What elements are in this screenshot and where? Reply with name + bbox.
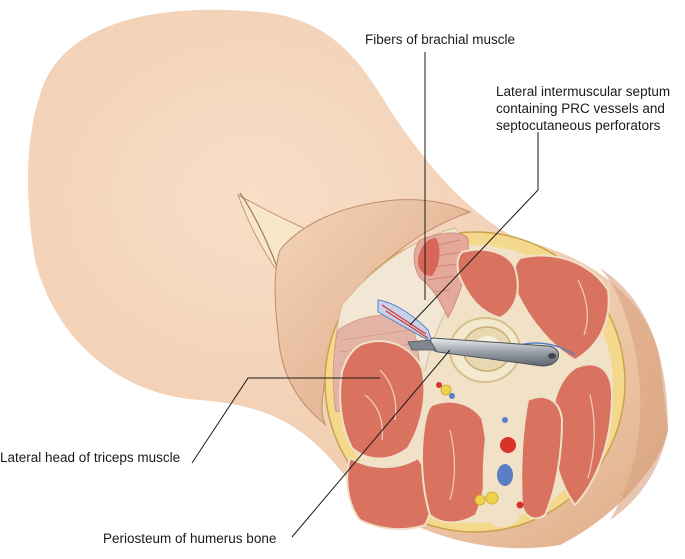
fascia-streaks bbox=[364, 279, 595, 501]
brachial-vein bbox=[497, 464, 513, 486]
leader-septum bbox=[409, 132, 539, 326]
elevator-tip bbox=[407, 339, 437, 351]
radial-nerve bbox=[440, 384, 452, 396]
leader-periosteum bbox=[291, 349, 451, 538]
skin-shadow bbox=[600, 268, 668, 520]
brachial-artery bbox=[500, 437, 516, 453]
leader-lines bbox=[191, 52, 539, 538]
prc-vein bbox=[449, 393, 455, 399]
ulnar-nerve bbox=[474, 494, 486, 506]
label-lateral-intermuscular-septum: Lateral intermuscular septum containing … bbox=[496, 83, 670, 134]
label-fibers-of-brachial-muscle: Fibers of brachial muscle bbox=[365, 32, 516, 47]
label-septum-line2: containing PRC vessels and bbox=[496, 101, 665, 116]
muscle-brachialis bbox=[456, 248, 519, 320]
muscle-tab bbox=[418, 238, 440, 276]
label-lateral-head-of-triceps: Lateral head of triceps muscle bbox=[0, 450, 181, 465]
prc-artery bbox=[436, 382, 442, 388]
muscle-triceps-lateral bbox=[339, 340, 426, 460]
muscle-triceps-lower bbox=[346, 456, 433, 531]
small-vein bbox=[502, 417, 508, 423]
label-septum-line3: septocutaneous perforators bbox=[496, 118, 661, 133]
elevator-hole bbox=[548, 353, 556, 359]
label-periosteum-of-humerus: Periosteum of humerus bone bbox=[103, 531, 277, 546]
label-septum-line1: Lateral intermuscular septum bbox=[496, 84, 671, 99]
median-nerve bbox=[485, 491, 499, 505]
small-artery bbox=[516, 501, 524, 509]
muscle-posterior-right bbox=[520, 395, 564, 520]
septum-artery bbox=[381, 304, 429, 339]
fiber-lines bbox=[423, 239, 463, 293]
leader-triceps bbox=[191, 377, 380, 464]
